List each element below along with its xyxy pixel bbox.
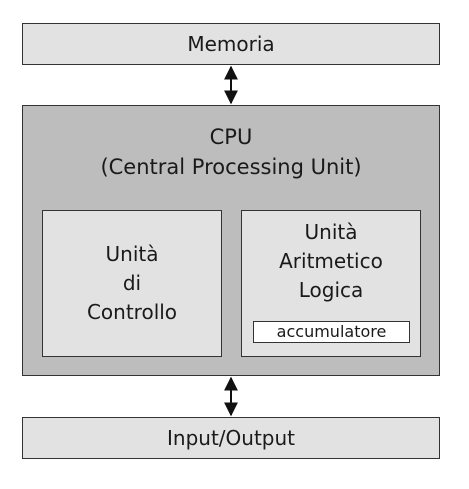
accumulator-box: accumulatore <box>253 321 410 343</box>
control-unit-box: Unità di Controllo <box>42 210 222 357</box>
cpu-subtitle: (Central Processing Unit) <box>100 155 362 179</box>
control-unit-label-line: di <box>122 271 142 295</box>
alu-box: Unità Aritmetico Logica accumulatore <box>241 210 421 357</box>
alu-label-line: Aritmetico <box>279 249 383 273</box>
alu-label-line: Logica <box>298 278 364 302</box>
control-unit-label-line: Unità <box>105 242 159 266</box>
io-label: Input/Output <box>167 426 295 450</box>
cpu-box: CPU (Central Processing Unit) Unità di C… <box>22 105 440 376</box>
alu-label-line: Unità <box>304 220 358 244</box>
io-box: Input/Output <box>22 417 440 459</box>
cpu-title: CPU <box>209 125 253 149</box>
memory-label: Memoria <box>187 32 275 56</box>
control-unit-label-line: Controllo <box>86 300 178 324</box>
memory-box: Memoria <box>22 23 440 65</box>
